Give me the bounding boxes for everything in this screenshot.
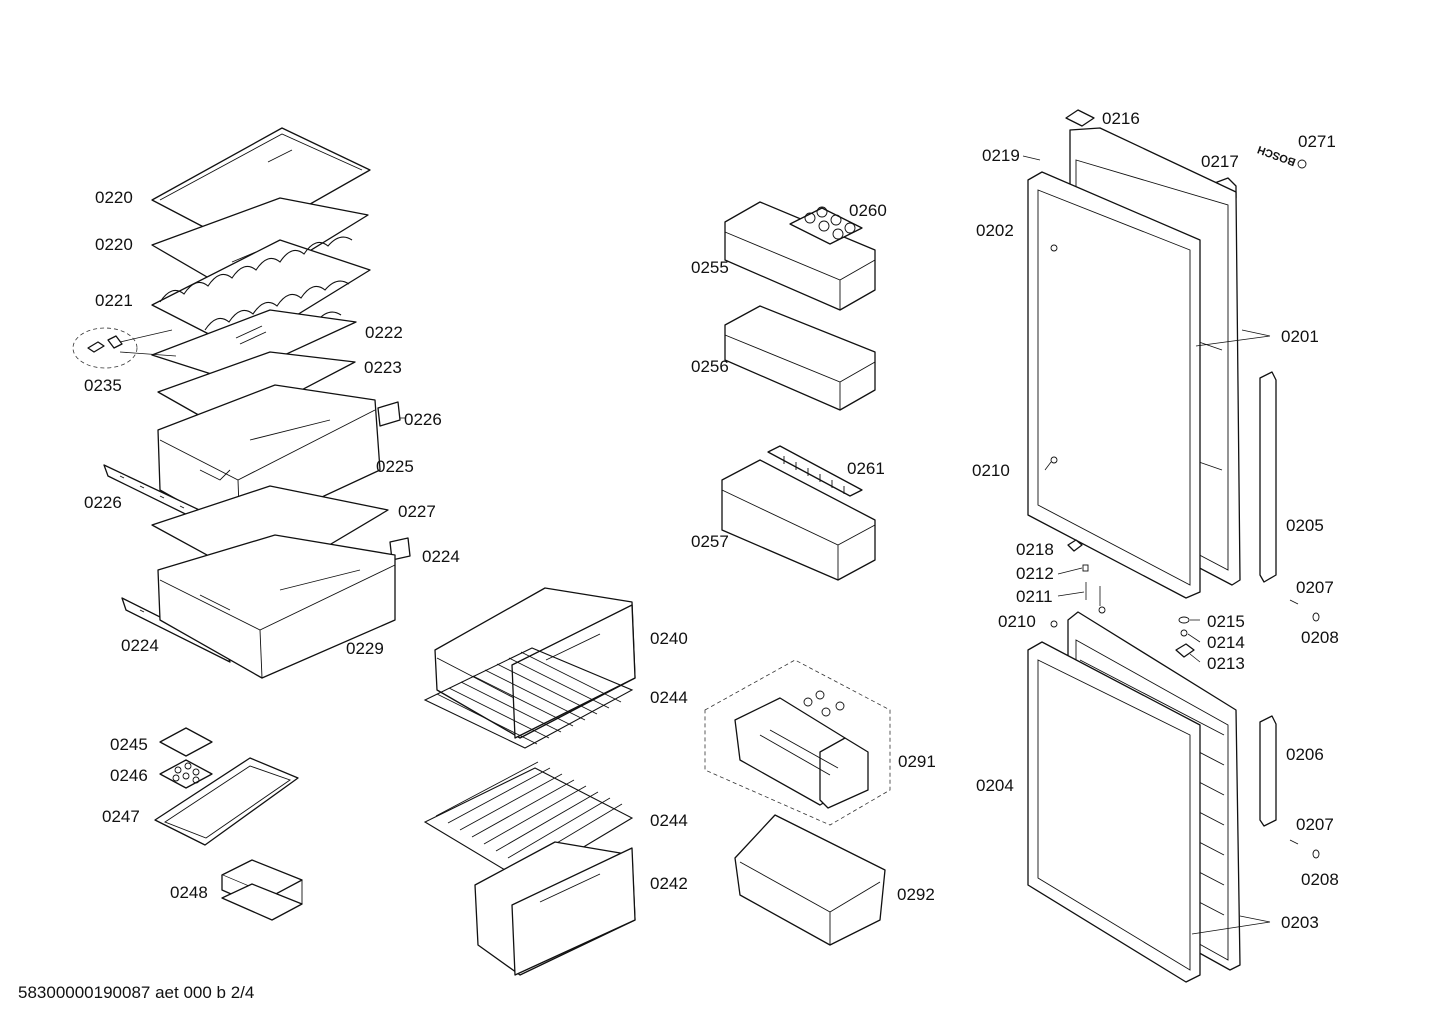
label-0240: 0240 — [650, 629, 688, 648]
label-0216: 0216 — [1102, 109, 1140, 128]
door-bin-0255 — [724, 201, 876, 311]
label-0210-lower: 0210 — [998, 612, 1036, 631]
handle-0205 — [1259, 371, 1277, 583]
bottle-divider-0261 — [767, 445, 863, 497]
label-0223: 0223 — [364, 358, 402, 377]
label-0217: 0217 — [1201, 152, 1239, 171]
clip-detail-0235 — [72, 327, 177, 369]
wire-shelf-0244-upper — [423, 647, 634, 749]
label-0204: 0204 — [976, 776, 1014, 795]
label-0244-lower: 0244 — [650, 811, 688, 830]
document-footer: 58300000190087 aet 000 b 2/4 — [18, 983, 254, 1002]
label-0203: 0203 — [1281, 913, 1319, 932]
label-0235: 0235 — [84, 376, 122, 395]
egg-tray-0246 — [159, 759, 213, 789]
label-0260: 0260 — [849, 201, 887, 220]
hinge-parts-0213-0214-0215 — [1175, 616, 1195, 658]
label-0292: 0292 — [897, 885, 935, 904]
freezer-drawer-0242 — [474, 841, 636, 976]
label-0225: 0225 — [376, 457, 414, 476]
label-0242: 0242 — [650, 874, 688, 893]
label-0208-upper: 0208 — [1301, 628, 1339, 647]
bosch-logo-text: BOSCH — [1256, 143, 1297, 168]
freezer-gasket-0204 — [1027, 641, 1201, 983]
door-bin-0257 — [721, 459, 876, 581]
door-gasket-0202 — [1027, 171, 1201, 599]
label-0255: 0255 — [691, 258, 729, 277]
cool-packs-0248 — [221, 859, 303, 921]
label-0226-right: 0226 — [404, 410, 442, 429]
drawer-rail-0226-right — [377, 401, 406, 427]
callout-labels: 0220 0220 0221 0222 0223 0235 0226 0225 … — [84, 109, 1339, 932]
label-0226-left: 0226 — [84, 493, 122, 512]
label-0224-right: 0224 — [422, 547, 460, 566]
leader-lines — [1022, 155, 1271, 935]
label-0214: 0214 — [1207, 633, 1245, 652]
shelf-0222 — [151, 309, 357, 381]
label-0220-second: 0220 — [95, 235, 133, 254]
ice-maker-0291 — [704, 659, 891, 826]
label-0257: 0257 — [691, 532, 729, 551]
label-0211: 0211 — [1016, 587, 1053, 606]
screws-0210-0211-0212-0218 — [1050, 244, 1106, 628]
label-0208-lower: 0208 — [1301, 870, 1339, 889]
door-bin-0256 — [724, 305, 876, 411]
label-0202: 0202 — [976, 221, 1014, 240]
label-0218: 0218 — [1016, 540, 1054, 559]
label-0245: 0245 — [110, 735, 148, 754]
label-0213: 0213 — [1207, 654, 1245, 673]
label-0215: 0215 — [1207, 612, 1245, 631]
label-0244-upper: 0244 — [650, 688, 688, 707]
crisper-drawer-0225 — [157, 384, 381, 536]
label-0261: 0261 — [847, 459, 885, 478]
label-0222: 0222 — [365, 323, 403, 342]
tray-0247 — [154, 757, 299, 846]
label-0256: 0256 — [691, 357, 729, 376]
label-0246: 0246 — [110, 766, 148, 785]
crisper-drawer-0229 — [157, 534, 396, 679]
label-0291: 0291 — [898, 752, 936, 771]
label-0201: 0201 — [1281, 327, 1319, 346]
label-0207-lower: 0207 — [1296, 815, 1334, 834]
ice-box-0292 — [734, 814, 886, 946]
label-0247: 0247 — [102, 807, 140, 826]
hinge-cover-0216 — [1065, 109, 1095, 127]
label-0207-upper: 0207 — [1296, 578, 1334, 597]
handle-0206 — [1259, 715, 1277, 827]
label-0210-upper: 0210 — [972, 461, 1010, 480]
label-0229: 0229 — [346, 639, 384, 658]
label-0227: 0227 — [398, 502, 436, 521]
cover-0245 — [159, 727, 213, 757]
label-0206: 0206 — [1286, 745, 1324, 764]
label-0212: 0212 — [1016, 564, 1054, 583]
label-0221: 0221 — [95, 291, 133, 310]
label-0219: 0219 — [982, 146, 1020, 165]
label-0205: 0205 — [1286, 516, 1324, 535]
screws-0207-0208 — [1289, 599, 1320, 859]
label-0248: 0248 — [170, 883, 208, 902]
label-0224-left: 0224 — [121, 636, 159, 655]
egg-insert-0260 — [789, 206, 863, 245]
wire-shelf-0244-lower — [423, 761, 634, 883]
label-0220-top: 0220 — [95, 188, 133, 207]
freezer-drawer-0240 — [434, 587, 636, 739]
label-0271: 0271 — [1298, 132, 1336, 151]
